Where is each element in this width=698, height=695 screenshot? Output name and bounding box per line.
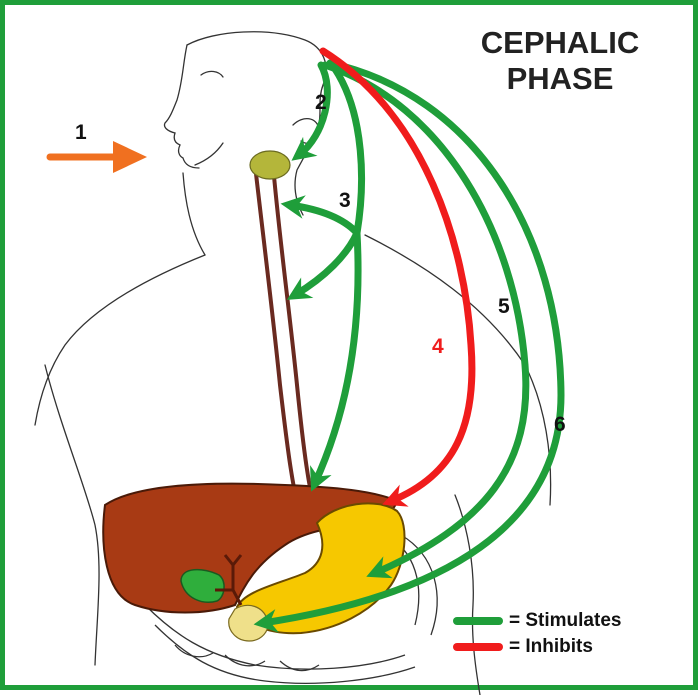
label-5: 5 — [498, 295, 510, 319]
chin — [195, 143, 223, 165]
legend-inhibits: = Inhibits — [453, 635, 593, 659]
neck-front — [183, 173, 205, 255]
legend-swatch-red — [453, 643, 503, 651]
label-2: 2 — [315, 91, 327, 115]
arrow-4-inhibits — [323, 51, 472, 501]
salivary-gland — [250, 151, 290, 179]
esophagus — [255, 165, 319, 525]
legend-stimulates-label: = Stimulates — [509, 610, 621, 632]
title-line-1: CEPHALIC — [445, 25, 675, 61]
label-1: 1 — [75, 121, 87, 145]
eye — [201, 71, 223, 77]
label-4: 4 — [432, 335, 444, 359]
arrow-3-lower — [295, 233, 357, 295]
cephalic-phase-diagram — [5, 5, 698, 695]
legend-inhibits-label: = Inhibits — [509, 636, 593, 658]
arrow-3-stomach — [315, 233, 358, 483]
face-profile — [164, 45, 199, 168]
diagram-title: CEPHALIC PHASE — [445, 25, 675, 97]
torso-left — [45, 365, 99, 665]
legend-stimulates: = Stimulates — [453, 609, 621, 633]
arrow-1-head — [113, 141, 147, 173]
label-6: 6 — [554, 413, 566, 437]
legend-swatch-green — [453, 617, 503, 625]
title-line-2: PHASE — [445, 61, 675, 97]
shoulder-left — [35, 255, 205, 425]
label-3: 3 — [339, 189, 351, 213]
